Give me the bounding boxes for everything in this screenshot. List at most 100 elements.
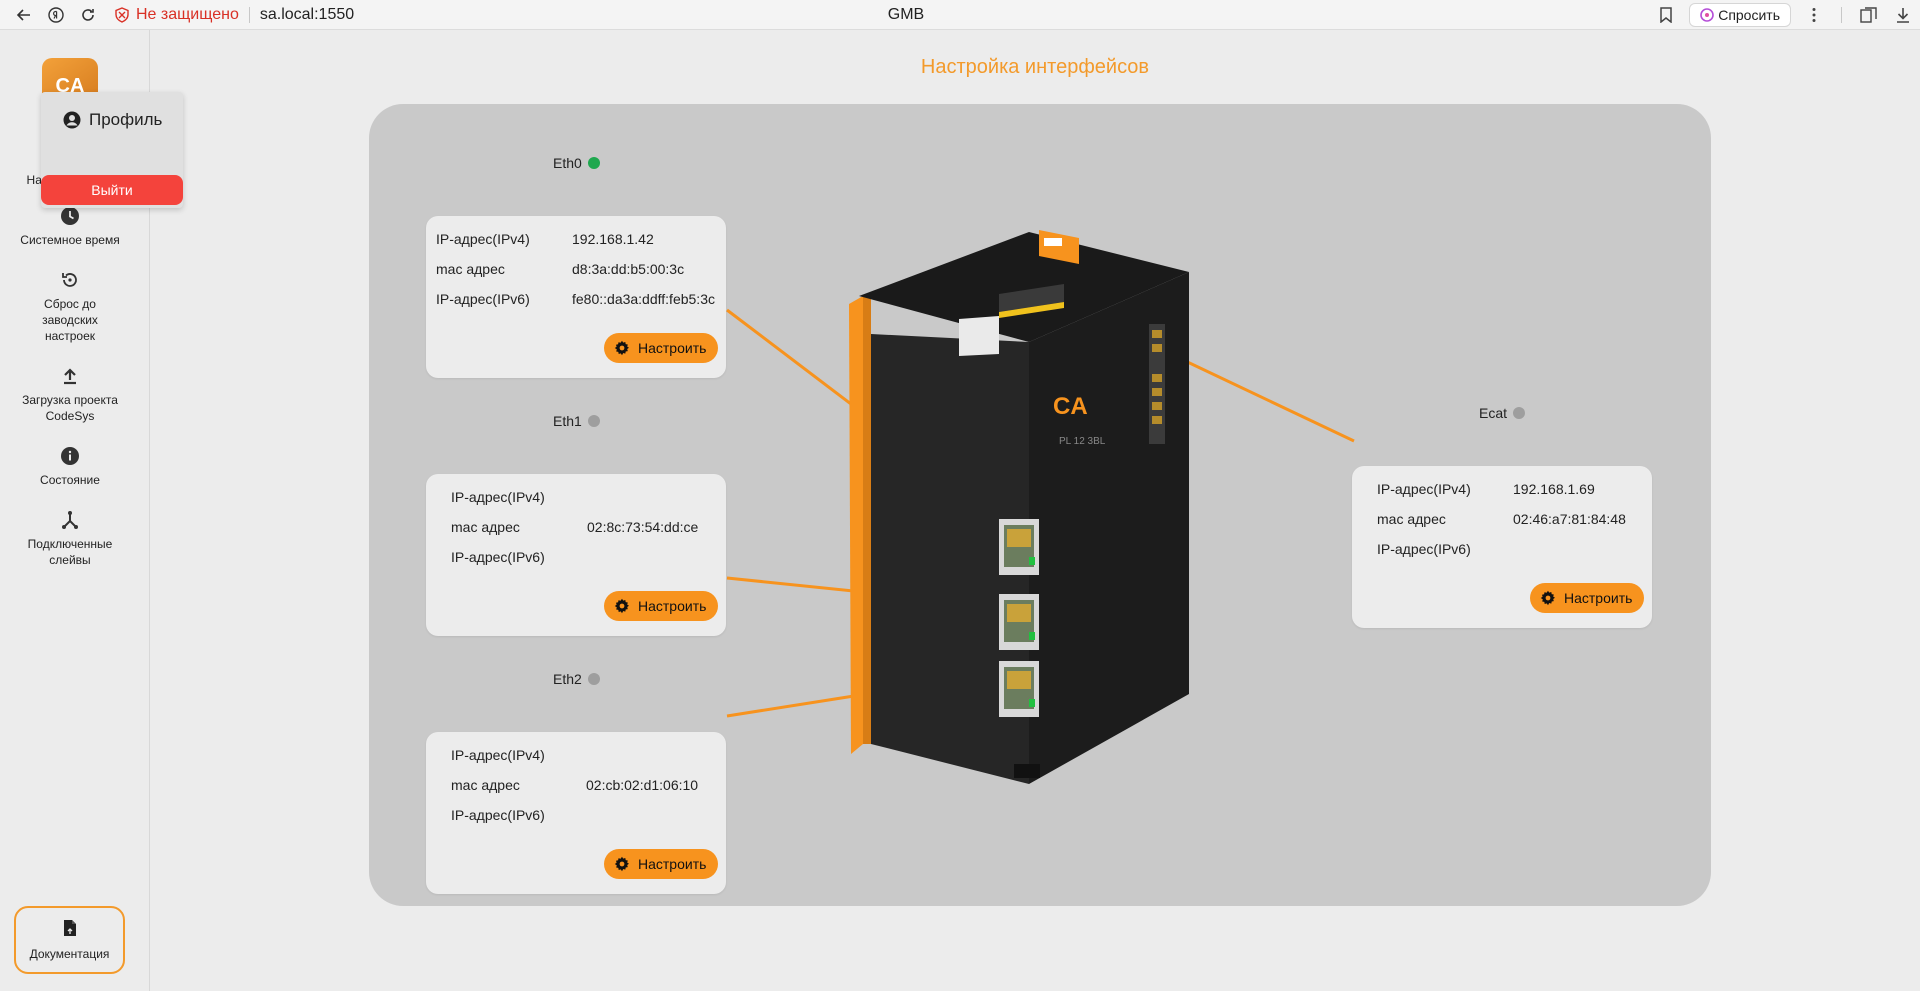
collections-button[interactable]: [1852, 0, 1886, 30]
sidebar-item-factory-reset[interactable]: Сброс до заводских настроек: [0, 270, 140, 344]
address-bar[interactable]: sa.local:1550: [259, 5, 355, 23]
reset-icon: [62, 273, 77, 287]
mac-label: mac адрес: [451, 777, 520, 793]
mac-label: mac адрес: [436, 261, 505, 277]
ipv6-label: IP-адрес(IPv6): [451, 549, 545, 565]
sidebar-item-label: Состояние: [40, 473, 100, 487]
account-circle-icon: [63, 111, 81, 129]
ecat-ipv4-value: 192.168.1.69: [1513, 481, 1595, 497]
collections-icon: [1860, 7, 1877, 23]
ipv4-label: IP-адрес(IPv4): [436, 231, 530, 247]
configure-label: Настроить: [1564, 590, 1633, 606]
svg-text:CA: CA: [1053, 393, 1088, 420]
ecat-connection-line: [1178, 356, 1355, 443]
ipv6-label: IP-адрес(IPv6): [436, 291, 530, 307]
browser-toolbar: Не защищено sa.local:1550 GMB Спросить: [0, 0, 1920, 30]
profile-label: Профиль: [89, 110, 163, 129]
eth0-mac-value: d8:3a:dd:b5:00:3c: [572, 261, 685, 277]
ask-label: Спросить: [1718, 7, 1780, 23]
sidebar-item-label: Загрузка проекта CodeSys: [22, 393, 118, 423]
more-vertical-icon: [1812, 8, 1816, 22]
info-icon: [61, 447, 79, 465]
reload-icon: [82, 8, 94, 21]
documentation-button[interactable]: Документация: [14, 906, 125, 974]
eth2-status-dot: [587, 673, 600, 685]
downloads-button[interactable]: [1886, 0, 1920, 30]
mac-label: mac адрес: [1377, 511, 1446, 527]
gear-icon: [614, 856, 629, 872]
page-title: Настройка интерфейсов: [920, 56, 1150, 78]
eth1-card: IP-адрес(IPv4) mac адрес 02:8c:73:54:dd:…: [426, 474, 726, 636]
ipv6-label: IP-адрес(IPv6): [1377, 541, 1471, 557]
bookmark-button[interactable]: [1649, 0, 1683, 30]
ipv4-label: IP-адрес(IPv4): [451, 747, 545, 763]
gear-icon: [614, 598, 629, 614]
ecat-card: IP-адрес(IPv4) 192.168.1.69 mac адрес 02…: [1352, 466, 1652, 628]
eth2-port: [999, 661, 1039, 717]
eth0-port: [999, 519, 1039, 575]
eth2-configure-button[interactable]: Настроить: [604, 849, 719, 879]
eth0-status-dot: [587, 157, 600, 169]
interfaces-panel: CA PL 12 3BL: [369, 104, 1711, 906]
eth2-card: IP-адрес(IPv4) mac адрес 02:cb:02:d1:06:…: [426, 732, 726, 894]
eth1-status-dot: [587, 415, 600, 427]
sidebar-item-label: Подключенные слейвы: [27, 537, 113, 567]
ipv4-label: IP-адрес(IPv4): [451, 489, 545, 505]
clock-icon: [61, 207, 79, 225]
bookmark-icon: [1660, 7, 1672, 23]
mac-label: mac адрес: [451, 519, 520, 535]
yandex-button[interactable]: [40, 0, 72, 30]
logo-text: CA: [55, 74, 85, 97]
interface-name: Eth2: [553, 671, 582, 687]
ipv4-label: IP-адрес(IPv4): [1377, 481, 1471, 497]
address-separator: [248, 6, 250, 23]
shield-warning-icon: [115, 6, 129, 23]
arrow-left-icon: [16, 8, 30, 21]
sidebar-item-system-time[interactable]: Системное время: [0, 206, 140, 248]
hub-icon: [62, 511, 78, 529]
ecat-configure-button[interactable]: Настроить: [1530, 583, 1645, 613]
device-model-label: PL 12 3BL: [1059, 436, 1106, 447]
logout-button[interactable]: Выйти: [41, 175, 183, 205]
security-indicator[interactable]: Не защищено: [114, 6, 239, 24]
menu-button[interactable]: [1797, 0, 1831, 30]
reload-button[interactable]: [72, 0, 104, 30]
sidebar-item-codesys-upload[interactable]: Загрузка проекта CodeSys: [0, 366, 140, 424]
eth1-mac-value: 02:8c:73:54:dd:ce: [587, 519, 699, 535]
interface-name: Eth0: [553, 155, 582, 171]
eth1-configure-button[interactable]: Настроить: [604, 591, 719, 621]
device-logo: CA: [1053, 393, 1088, 420]
app-root: CA Настройка сети Системное время Сброс …: [0, 30, 1920, 991]
yandex-icon: [48, 6, 64, 23]
ask-button[interactable]: Спросить: [1689, 3, 1791, 27]
eth1-port: [999, 594, 1039, 650]
configure-label: Настроить: [638, 856, 707, 872]
ecat-label: Ecat: [1479, 405, 1526, 421]
sidebar-item-label: Системное время: [20, 233, 120, 247]
document-icon: [63, 920, 76, 936]
documentation-label: Документация: [29, 947, 110, 961]
ipv6-label: IP-адрес(IPv6): [451, 807, 545, 823]
eth0-configure-button[interactable]: Настроить: [604, 333, 719, 363]
upload-icon: [64, 368, 76, 385]
interface-name: Ecat: [1479, 405, 1508, 421]
eth0-ipv4-value: 192.168.1.42: [572, 231, 654, 247]
eth2-label: Eth2: [553, 671, 600, 687]
eth0-card: IP-адрес(IPv4) 192.168.1.42 mac адрес d8…: [426, 216, 726, 378]
sidebar-item-label: Сброс до заводских настроек: [42, 297, 98, 343]
eth1-label: Eth1: [553, 413, 600, 429]
toolbar-right: Спросить: [1649, 0, 1920, 30]
download-icon: [1897, 8, 1909, 23]
eth2-mac-value: 02:cb:02:d1:06:10: [586, 777, 699, 793]
configure-label: Настроить: [638, 598, 707, 614]
ecat-mac-value: 02:46:a7:81:84:48: [1513, 511, 1626, 527]
sidebar-item-status[interactable]: Состояние: [0, 446, 140, 488]
back-button[interactable]: [8, 0, 40, 30]
profile-popup: Профиль Выйти: [41, 92, 183, 208]
profile-menu-item[interactable]: Профиль: [63, 110, 162, 130]
eth0-label: Eth0: [553, 155, 600, 171]
gear-icon: [614, 340, 629, 356]
sidebar-item-connected-slaves[interactable]: Подключенные слейвы: [0, 510, 140, 568]
plc-device-image: CA PL 12 3BL: [849, 230, 1189, 784]
interface-name: Eth1: [553, 413, 582, 429]
